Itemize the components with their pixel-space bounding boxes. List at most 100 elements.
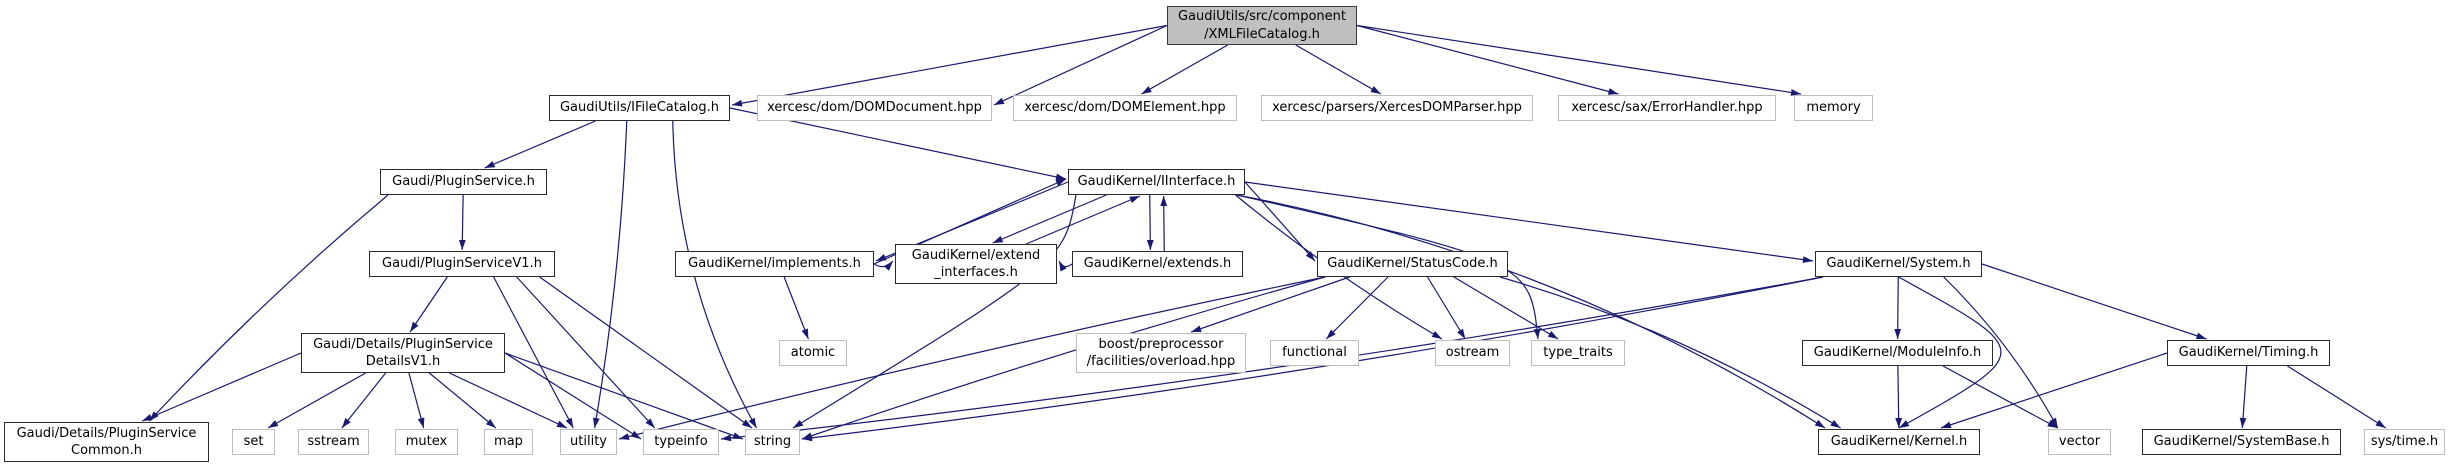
node-timing[interactable]: GaudiKernel/Timing.h	[2167, 340, 2330, 366]
node-iinterface[interactable]: GaudiKernel/IInterface.h	[1068, 169, 1245, 195]
node-label: atomic	[790, 345, 836, 361]
node-label: xercesc/parsers/XercesDOMParser.hpp	[1272, 100, 1522, 116]
edge-root-ifilecatalog	[731, 24, 1168, 107]
edge-iinterface-system	[1244, 181, 1814, 263]
node-label: GaudiUtils/src/component	[1177, 9, 1347, 25]
node-implements[interactable]: GaudiKernel/implements.h	[675, 251, 874, 277]
node-sstream: sstream	[298, 429, 369, 455]
edge-statuscode-ostream	[1426, 276, 1466, 340]
node-label: map	[494, 434, 523, 450]
edge-statuscode-kernel	[1499, 276, 1841, 429]
node-label: boost/preprocessor	[1098, 336, 1224, 352]
node-label: utility	[570, 434, 607, 450]
node-functional: functional	[1270, 340, 1359, 366]
edge-timing-systembase	[2239, 365, 2248, 429]
node-label: GaudiKernel/IInterface.h	[1077, 174, 1236, 190]
node-label: xercesc/dom/DOMDocument.hpp	[767, 100, 982, 116]
node-label: sstream	[307, 434, 360, 450]
node-system[interactable]: GaudiKernel/System.h	[1815, 251, 1982, 277]
node-domelement: xercesc/dom/DOMElement.hpp	[1013, 95, 1237, 121]
edge-implements-extend_interfaces	[873, 260, 894, 271]
node-extend_interfaces[interactable]: GaudiKernel/extend_interfaces.h	[895, 244, 1057, 284]
edge-ifilecatalog-string	[672, 120, 758, 429]
edge-pluginservice-psc	[148, 194, 389, 422]
edge-detailsv1-sstream	[341, 372, 387, 429]
edge-system-moduleinfo	[1894, 276, 1902, 340]
node-kernel[interactable]: GaudiKernel/Kernel.h	[1818, 429, 1980, 455]
edge-system-typeinfo	[720, 276, 1824, 442]
edge-statuscode-string	[801, 276, 1326, 440]
edge-extends-extend_interfaces	[1058, 260, 1073, 272]
node-systembase[interactable]: GaudiKernel/SystemBase.h	[2142, 429, 2341, 455]
edge-pluginservicev1-string	[539, 276, 753, 429]
edge-pluginservicev1-typeinfo	[516, 276, 656, 429]
node-string: string	[745, 429, 800, 455]
node-label: sys/time.h	[2370, 434, 2439, 450]
node-label: GaudiKernel/extends.h	[1083, 256, 1232, 272]
edge-statuscode-utility	[618, 276, 1326, 440]
node-xercesdomparser: xercesc/parsers/XercesDOMParser.hpp	[1261, 95, 1533, 121]
node-label: DetailsV1.h	[365, 354, 441, 369]
edge-detailsv1-map	[428, 372, 497, 429]
edge-ifilecatalog-pluginservice	[484, 120, 596, 169]
node-label: xercesc/dom/DOMElement.hpp	[1024, 100, 1226, 116]
node-label: Common.h	[71, 443, 142, 458]
node-utility: utility	[560, 429, 617, 455]
edge-root-errorhandler	[1356, 24, 1619, 95]
node-label: GaudiKernel/SystemBase.h	[2153, 434, 2330, 450]
node-pluginservice[interactable]: Gaudi/PluginService.h	[380, 169, 547, 195]
edge-iinterface-statuscode	[1244, 181, 1316, 262]
edge-pluginservicev1-detailsv1	[409, 276, 448, 333]
edge-implements-atomic	[783, 276, 809, 340]
node-boost: boost/preprocessor/facilities/overload.h…	[1076, 333, 1246, 373]
node-set: set	[232, 429, 275, 455]
edge-root-memory	[1356, 24, 1802, 96]
edge-detailsv1-utility	[449, 372, 568, 429]
node-type_traits: type_traits	[1531, 340, 1625, 366]
node-label: Gaudi/PluginServiceV1.h	[382, 256, 542, 272]
edge-iinterface-kernel	[1236, 194, 1826, 429]
node-domdocument: xercesc/dom/DOMDocument.hpp	[757, 95, 992, 121]
edge-moduleinfo-kernel	[1895, 365, 1903, 429]
node-label: GaudiKernel/System.h	[1826, 256, 1971, 272]
node-mutex: mutex	[395, 429, 458, 455]
node-typeinfo: typeinfo	[643, 429, 719, 455]
node-label: GaudiKernel/extend	[911, 247, 1041, 263]
node-label: Gaudi/Details/PluginService	[313, 336, 493, 352]
node-vector: vector	[2048, 429, 2111, 455]
edge-detailsv1-set	[267, 372, 366, 429]
node-map: map	[484, 429, 533, 455]
edge-iinterface-extend_interfaces	[992, 194, 1107, 244]
edge-pluginservicev1-utility	[493, 276, 574, 429]
edge-moduleinfo-vector	[1942, 365, 2058, 429]
node-extends[interactable]: GaudiKernel/extends.h	[1072, 251, 1243, 277]
edge-system-string	[801, 276, 1824, 442]
node-memory: memory	[1794, 95, 1873, 121]
node-label: mutex	[405, 434, 448, 450]
edge-statuscode-type_traits	[1453, 276, 1559, 340]
node-label: /facilities/overload.hpp	[1086, 354, 1236, 369]
node-pluginservicev1[interactable]: Gaudi/PluginServiceV1.h	[369, 251, 555, 277]
edge-root-domdocument	[993, 24, 1168, 106]
edge-system-vector	[1943, 276, 2059, 429]
edge-timing-kernel	[1940, 352, 2168, 429]
edge-timing-systime	[2287, 365, 2387, 429]
node-ifilecatalog[interactable]: GaudiUtils/IFileCatalog.h	[549, 95, 730, 121]
node-label: /XMLFileCatalog.h	[1204, 26, 1320, 42]
node-label: memory	[1806, 100, 1861, 116]
node-moduleinfo[interactable]: GaudiKernel/ModuleInfo.h	[1802, 340, 1993, 366]
node-label: string	[753, 434, 792, 450]
node-label: Gaudi/Details/PluginService	[16, 425, 197, 441]
node-atomic: atomic	[779, 340, 847, 366]
node-label: xercesc/sax/ErrorHandler.hpp	[1571, 100, 1763, 116]
edge-extends-iinterface	[1160, 195, 1168, 252]
edge-detailsv1-mutex	[408, 372, 425, 429]
edge-statuscode-boost	[1190, 276, 1350, 333]
node-statuscode[interactable]: GaudiKernel/StatusCode.h	[1317, 251, 1508, 277]
node-label: ostream	[1445, 345, 1500, 361]
node-root: GaudiUtils/src/component/XMLFileCatalog.…	[1167, 6, 1357, 45]
edge-ifilecatalog-utility	[592, 120, 628, 429]
